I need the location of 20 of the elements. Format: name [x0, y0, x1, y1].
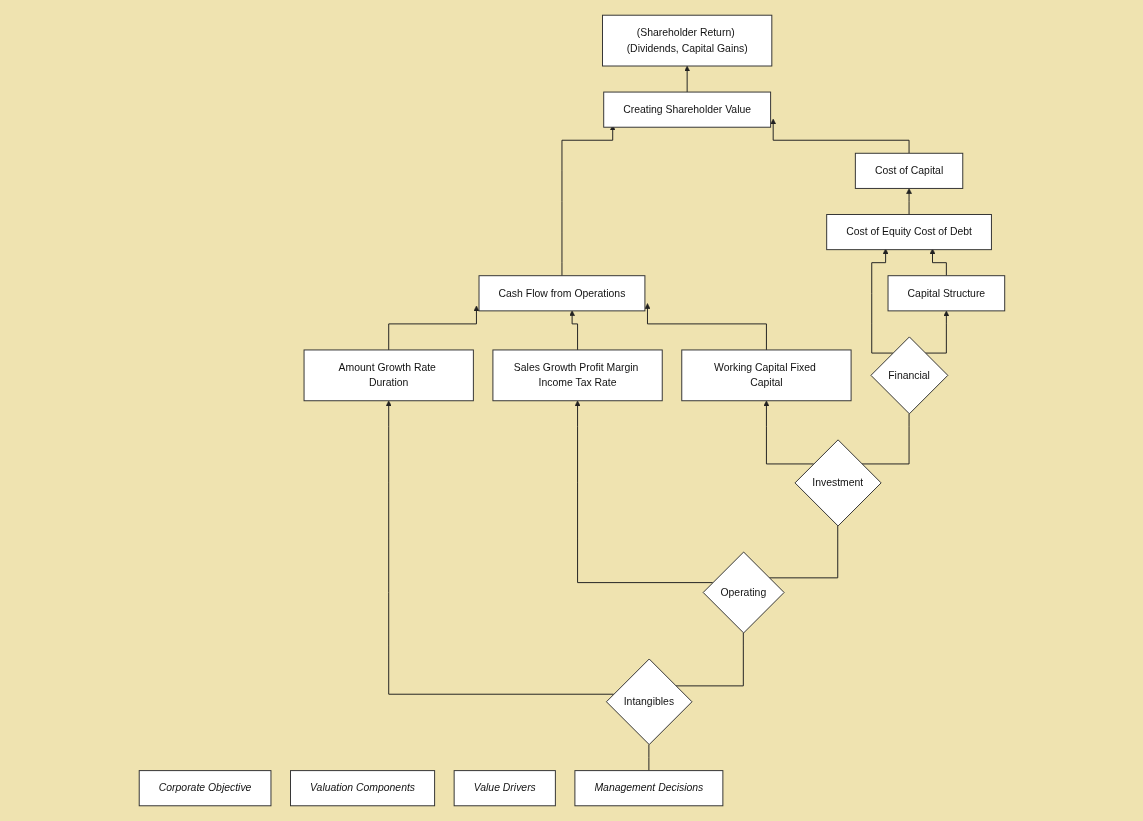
node-box: Sales Growth Profit Margin Income Tax Rate	[491, 349, 663, 402]
node-box: Cost of Equity Cost of Debt	[825, 214, 992, 251]
node-diamond: Financial	[870, 336, 948, 415]
node-box: Creating Shareholder Value	[602, 91, 771, 128]
connector	[860, 413, 910, 465]
node-box: Cost of Capital	[854, 152, 963, 189]
node-box: Valuation Components	[289, 770, 435, 807]
connector	[647, 744, 649, 772]
connector	[768, 525, 838, 579]
node-diamond: Intangibles	[605, 658, 692, 746]
node-box: Cash Flow from Operations	[478, 275, 645, 312]
node-box: (Shareholder Return) (Dividends, Capital Gains)	[601, 14, 772, 67]
node-box: Amount Growth Rate Duration	[303, 349, 474, 402]
node-box: Value Drivers	[453, 770, 556, 807]
node-box: Capital Structure	[887, 275, 1005, 312]
node-box: Management Decisions	[573, 770, 723, 807]
node-box: Corporate Objective	[138, 770, 271, 807]
node-diamond: Investment	[794, 439, 882, 527]
node-box: Working Capital Fixed Capital	[680, 349, 852, 402]
node-diamond: Operating	[702, 551, 785, 634]
